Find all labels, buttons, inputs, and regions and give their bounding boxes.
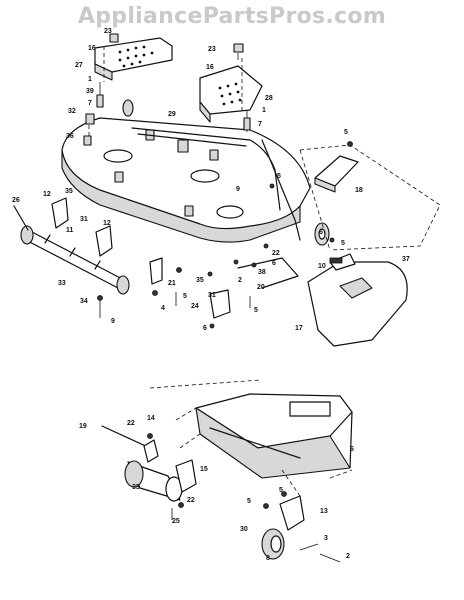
rear-wheel-detail bbox=[261, 469, 353, 563]
upper-callout-22: 22 bbox=[272, 250, 280, 257]
upper-callout-6: 6 bbox=[203, 325, 207, 332]
upper-callout-18: 18 bbox=[355, 187, 363, 194]
upper-callout-35: 35 bbox=[196, 277, 204, 284]
upper-callout-12: 12 bbox=[43, 191, 51, 198]
upper-callout-21: 21 bbox=[168, 280, 176, 287]
upper-callout-labels: 2316271397323623162817295518935122631111… bbox=[12, 28, 410, 332]
upper-callout-38: 38 bbox=[258, 269, 266, 276]
upper-callout-37: 37 bbox=[402, 256, 410, 263]
upper-callout-31: 31 bbox=[208, 292, 216, 299]
upper-callout-31: 31 bbox=[80, 216, 88, 223]
discharge-chute bbox=[307, 253, 408, 347]
front-roller-detail bbox=[101, 425, 197, 520]
lower-callout-3: 3 bbox=[324, 535, 328, 542]
upper-callout-4: 4 bbox=[161, 305, 165, 312]
lower-callout-5: 5 bbox=[279, 487, 283, 494]
upper-callout-35: 35 bbox=[65, 188, 73, 195]
upper-callout-27: 27 bbox=[75, 62, 83, 69]
upper-callout-26: 26 bbox=[12, 197, 20, 204]
lower-callout-25: 25 bbox=[172, 518, 180, 525]
lower-callout-8: 8 bbox=[266, 555, 270, 562]
upper-callout-16: 16 bbox=[206, 64, 214, 71]
upper-callout-17: 17 bbox=[295, 325, 303, 332]
lower-callout-labels: 19 22 14 15 33 22 25 6 5 5 13 30 3 8 2 bbox=[79, 415, 354, 562]
upper-callout-23: 23 bbox=[104, 28, 112, 35]
lower-callout-2: 2 bbox=[346, 553, 350, 560]
upper-callout-29: 29 bbox=[168, 111, 176, 118]
watermark: AppliancePartsPros.com bbox=[77, 4, 387, 29]
upper-callout-23: 23 bbox=[208, 46, 216, 53]
right-belt-cover bbox=[199, 43, 263, 123]
upper-callout-5: 5 bbox=[254, 307, 258, 314]
upper-callout-5: 5 bbox=[344, 129, 348, 136]
upper-callout-2: 2 bbox=[238, 277, 242, 284]
lower-callout-5: 5 bbox=[247, 498, 251, 505]
upper-callout-10: 10 bbox=[318, 263, 326, 270]
lower-callout-22: 22 bbox=[187, 497, 195, 504]
lower-callout-15: 15 bbox=[200, 466, 208, 473]
hinge-bracket bbox=[314, 141, 359, 193]
upper-callout-7: 7 bbox=[88, 100, 92, 107]
roller-brackets bbox=[51, 197, 231, 319]
upper-callout-6: 6 bbox=[319, 229, 323, 236]
lower-callout-14: 14 bbox=[147, 415, 155, 422]
upper-callout-5: 5 bbox=[277, 173, 281, 180]
lower-callout-6: 6 bbox=[350, 446, 354, 453]
upper-callout-5: 5 bbox=[183, 293, 187, 300]
upper-callout-39: 39 bbox=[86, 88, 94, 95]
fasteners bbox=[97, 183, 335, 329]
lower-callout-33: 33 bbox=[132, 484, 140, 491]
deflector-shield bbox=[299, 144, 441, 251]
deck-corner-detail bbox=[149, 379, 353, 479]
lift-rod bbox=[237, 257, 343, 289]
upper-callout-34: 34 bbox=[80, 298, 88, 305]
upper-callout-5: 5 bbox=[341, 240, 345, 247]
upper-callout-9: 9 bbox=[236, 186, 240, 193]
upper-callout-9: 9 bbox=[111, 318, 115, 325]
lower-callout-19: 19 bbox=[79, 423, 87, 430]
lower-callout-13: 13 bbox=[320, 508, 328, 515]
upper-callout-12: 12 bbox=[103, 220, 111, 227]
upper-callout-24: 24 bbox=[191, 303, 199, 310]
upper-callout-7: 7 bbox=[258, 121, 262, 128]
left-belt-cover bbox=[94, 33, 173, 81]
upper-callout-1: 1 bbox=[88, 76, 92, 83]
upper-callout-28: 28 bbox=[265, 95, 273, 102]
lower-callout-22: 22 bbox=[127, 420, 135, 427]
upper-callout-36: 36 bbox=[66, 133, 74, 140]
upper-callout-6: 6 bbox=[272, 260, 276, 267]
front-gauge-roller bbox=[13, 205, 130, 295]
upper-callout-16: 16 bbox=[88, 45, 96, 52]
upper-callout-1: 1 bbox=[262, 107, 266, 114]
support-pins bbox=[83, 46, 251, 146]
upper-callout-11: 11 bbox=[66, 227, 74, 234]
upper-callout-32: 32 bbox=[68, 108, 76, 115]
upper-callout-33: 33 bbox=[58, 280, 66, 287]
mower-deck bbox=[61, 99, 330, 246]
lower-callout-30: 30 bbox=[240, 526, 248, 533]
upper-callout-20: 20 bbox=[257, 284, 265, 291]
